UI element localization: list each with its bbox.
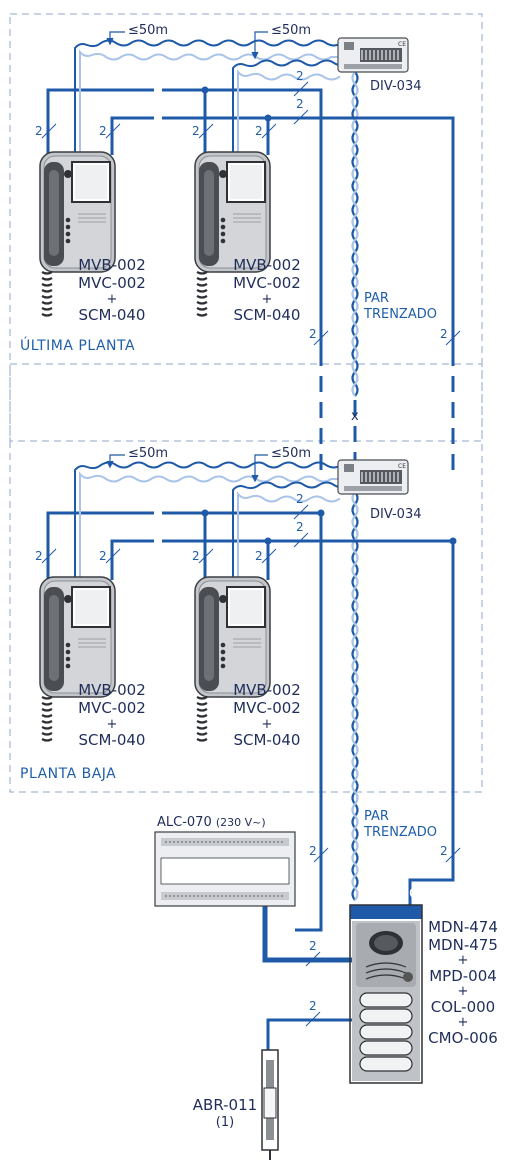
wire-count: 2	[99, 124, 107, 138]
plus-sign: +	[458, 1015, 469, 1030]
zone-frame-bottom	[9, 363, 483, 793]
wire-count: 2	[35, 124, 43, 138]
zone-frame-top	[9, 13, 483, 442]
coil-cord	[40, 270, 54, 317]
riser-dashed-link	[319, 350, 455, 474]
power-supply-unit	[154, 831, 296, 907]
crossing-mark: x	[351, 409, 359, 424]
distance-label: ≤50m	[271, 446, 311, 461]
monitor-unit	[194, 151, 271, 273]
wiring-bottom-floor-dashed	[140, 511, 170, 543]
wire-count: 2	[309, 939, 317, 953]
plus-sign: +	[107, 292, 118, 307]
lock-note: (1)	[216, 1115, 234, 1130]
monitor-labels-2: MVB-002 MVC-002 + SCM-040	[233, 256, 301, 324]
divider-box-top	[337, 37, 409, 73]
door-lock	[261, 1049, 279, 1160]
panel-model: MDN-475	[428, 936, 498, 954]
monitor-accessory: SCM-040	[234, 731, 301, 749]
monitor-model: MVB-002	[78, 681, 146, 699]
wire-count: 2	[309, 999, 317, 1013]
plus-sign: +	[107, 717, 118, 732]
lock-model: ABR-011	[193, 1096, 257, 1114]
monitor-labels-3: MVB-002 MVC-002 + SCM-040	[78, 681, 146, 749]
monitor-unit	[194, 576, 271, 698]
wire-count: 2	[296, 520, 304, 534]
twisted-pair-label: PAR	[364, 291, 389, 306]
divider-label: DIV-034	[370, 507, 421, 522]
monitor-accessory: SCM-040	[234, 306, 301, 324]
twisted-pair-label: TRENZADO	[363, 307, 437, 322]
wire-count: 2	[255, 549, 263, 563]
wire-count: 2	[296, 97, 304, 111]
wire-count: 2	[296, 69, 304, 83]
monitor-model: MVB-002	[233, 256, 301, 274]
wire-count: 2	[35, 549, 43, 563]
panel-labels: MDN-474 MDN-475 + MPD-004 + COL-000 + CM…	[428, 918, 498, 1047]
monitor-unit	[39, 151, 116, 273]
distance-label: ≤50m	[128, 446, 168, 461]
monitor-model: MVC-002	[78, 699, 146, 717]
zone-label-bottom: PLANTA BAJA	[20, 766, 116, 782]
monitor-model: MVC-002	[233, 274, 301, 292]
lock-labels: ABR-011 (1)	[193, 1096, 257, 1130]
zone-label-top: ÚLTIMA PLANTA	[20, 336, 135, 354]
distance-markers	[106, 31, 268, 483]
coil-cord	[40, 695, 54, 742]
wiring-top-floor-dashed	[140, 88, 170, 120]
panel-module: CMO-006	[428, 1029, 498, 1047]
twisted-pair-label: PAR	[364, 809, 389, 824]
distance-label: ≤50m	[128, 23, 168, 38]
monitor-labels-4: MVB-002 MVC-002 + SCM-040	[233, 681, 301, 749]
monitor-model: MVB-002	[78, 256, 146, 274]
power-supply-model-text: ALC-070	[157, 815, 212, 830]
monitor-model: MVB-002	[233, 681, 301, 699]
plus-sign: +	[458, 984, 469, 999]
panel-module: COL-000	[431, 998, 495, 1016]
twisted-top-floor	[74, 39, 353, 155]
door-panel	[349, 904, 423, 1084]
plus-sign: +	[458, 953, 469, 968]
monitor-accessory: SCM-040	[79, 731, 146, 749]
panel-model: MDN-474	[428, 918, 498, 936]
plus-sign: +	[262, 292, 273, 307]
divider-box-bottom	[337, 459, 409, 495]
twisted-bottom-floor	[74, 461, 353, 580]
wire-count: 2	[192, 549, 200, 563]
panel-header: ACCESO	[362, 886, 420, 902]
monitor-unit	[39, 576, 116, 698]
wire-count: 2	[99, 549, 107, 563]
panel-module: MPD-004	[429, 967, 497, 985]
wire-count: 2	[296, 492, 304, 506]
wiring-top-floor	[46, 88, 455, 350]
wire-count: 2	[255, 124, 263, 138]
wire-count-ticks	[41, 81, 461, 1027]
coil-cord	[195, 270, 209, 317]
power-supply-model: ALC-070 (230 V~)	[157, 815, 266, 830]
plus-sign: +	[262, 717, 273, 732]
distance-label: ≤50m	[271, 23, 311, 38]
divider-label: DIV-034	[370, 79, 421, 94]
monitor-accessory: SCM-040	[79, 306, 146, 324]
wire-count: 2	[440, 844, 448, 858]
monitor-model: MVC-002	[233, 699, 301, 717]
wire-count: 2	[309, 844, 317, 858]
monitor-labels-1: MVB-002 MVC-002 + SCM-040	[78, 256, 146, 324]
power-supply-voltage: (230 V~)	[216, 816, 266, 829]
twisted-pair-label: TRENZADO	[363, 825, 437, 840]
monitor-model: MVC-002	[78, 274, 146, 292]
wire-count: 2	[309, 327, 317, 341]
wire-count: 2	[192, 124, 200, 138]
wire-count: 2	[440, 327, 448, 341]
coil-cord	[195, 695, 209, 742]
